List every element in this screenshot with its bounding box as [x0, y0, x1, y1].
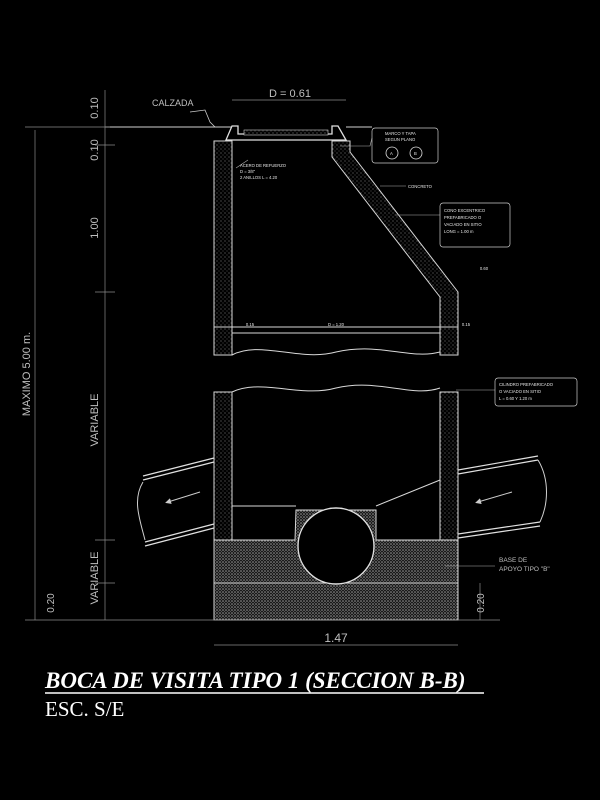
frame-and-cover	[225, 125, 348, 141]
dim-wall-right: 0.15	[462, 322, 471, 327]
label-acero-2: D = 3/8"	[240, 169, 256, 174]
label-marco-tapa: MARCO Y TAPA	[385, 131, 416, 136]
label-cilindro-2: O VACIADO EN SITIO	[499, 389, 542, 394]
dim-slab-height: 0.10	[89, 139, 101, 160]
label-cono-3: VACIADO EN SITIO	[444, 222, 482, 227]
label-ring-a: A	[390, 151, 393, 156]
label-cilindro-3: L = 0.60 Y 1.20 m	[499, 396, 532, 401]
dim-inner-width: D = 1.20	[328, 322, 345, 327]
right-outlet-pipe	[457, 455, 547, 539]
label-cono: CONO EXCENTRICO	[444, 208, 486, 213]
dim-variable-lower: VARIABLE	[89, 552, 101, 605]
road-surface	[105, 109, 372, 128]
drawing-title: BOCA DE VISITA TIPO 1 (SECCION B-B)	[44, 668, 466, 693]
label-calzada: CALZADA	[152, 98, 194, 108]
cylinder-joint	[213, 326, 459, 393]
label-cono-2: PREFABRICADO O	[444, 215, 482, 220]
label-marco-tapa-2: SEGUN PLANO	[385, 137, 416, 142]
note-box-cilindro	[494, 377, 578, 407]
cone-right-wall	[331, 140, 459, 328]
label-ring-b: B	[414, 151, 417, 156]
label-concreto: CONCRETO	[408, 184, 433, 189]
dim-top-width: D = 0.61	[269, 88, 311, 100]
dim-base-right: 0.20	[476, 593, 487, 613]
note-box-cono	[439, 202, 511, 248]
dim-cone-height: 1.00	[89, 217, 101, 238]
label-cilindro: CILINDRO PREFABRICADO	[499, 382, 554, 387]
dim-base-left: 0.20	[46, 593, 57, 613]
dim-max-depth: MAXIMO 5.00 m.	[21, 332, 33, 416]
dim-frame-height: 0.10	[89, 97, 101, 118]
dim-step-top: 0.60	[480, 266, 489, 271]
ring-a-icon	[385, 146, 399, 160]
ring-b-icon	[409, 146, 423, 160]
annotation-leaders	[235, 137, 495, 567]
dim-variable-upper: VARIABLE	[89, 394, 101, 447]
base-of-support	[213, 479, 459, 621]
note-box-marco	[371, 127, 439, 164]
dimension-lines	[25, 90, 500, 646]
dim-wall-left: 0.15	[246, 322, 255, 327]
label-cono-4: LONG = 1.00 m	[444, 229, 474, 234]
label-base: BASE DE	[499, 557, 528, 564]
dim-bottom-width: 1.47	[324, 631, 348, 645]
label-acero: ACERO DE REFUERZO	[240, 163, 287, 168]
label-base-2: APOYO TIPO "B"	[499, 566, 550, 573]
drawing-scale: ESC. S/E	[45, 697, 124, 721]
label-acero-3: 2 ANILLOS L = 4.20	[240, 175, 278, 180]
cone-left-wall	[213, 140, 233, 328]
left-inlet-pipe	[136, 457, 215, 547]
